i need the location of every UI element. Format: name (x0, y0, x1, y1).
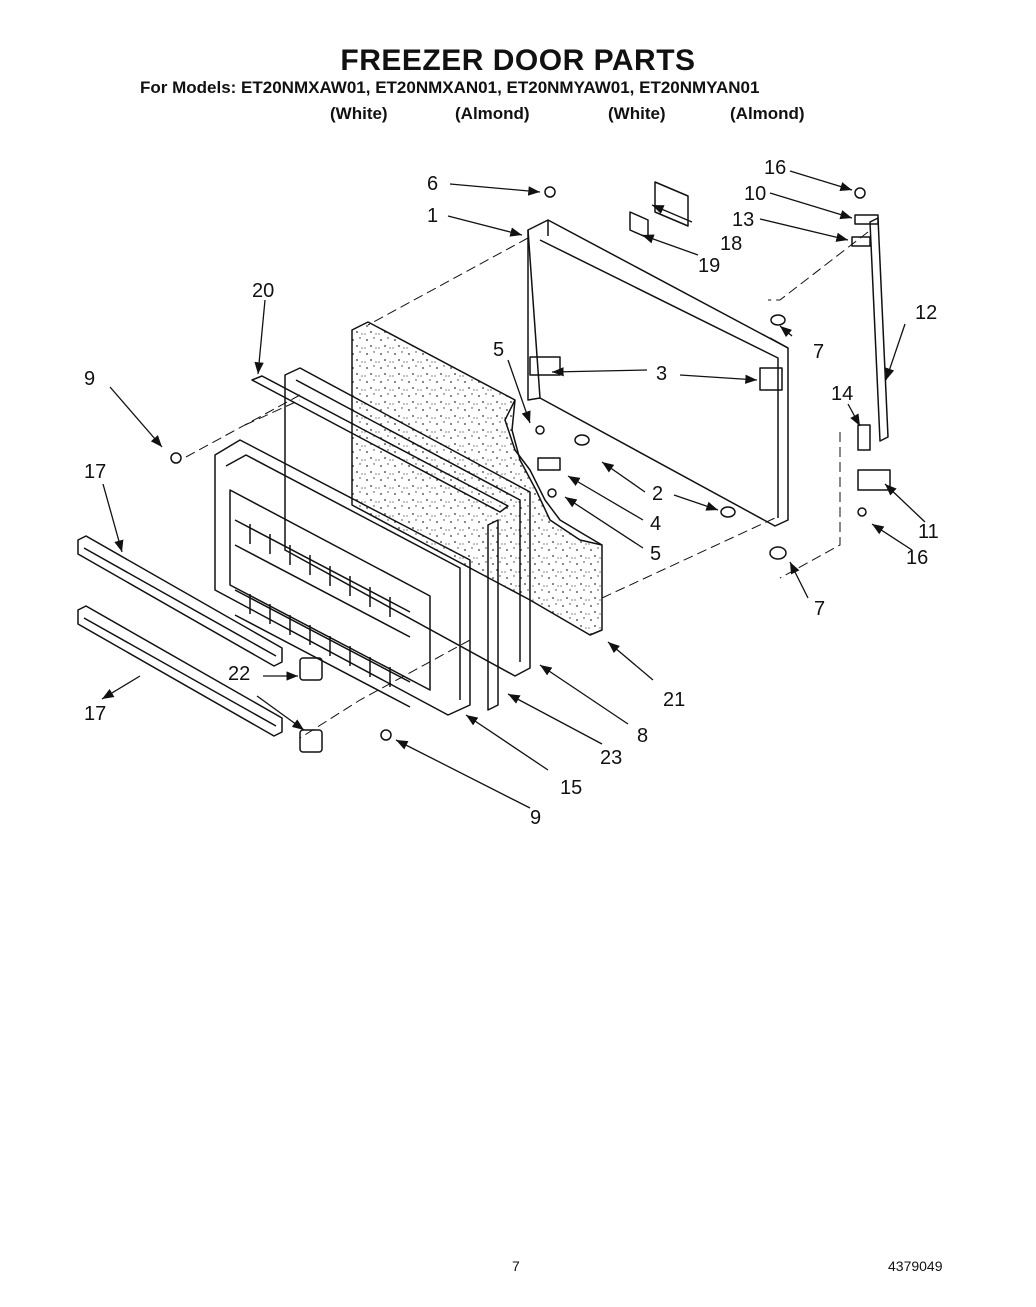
color-label-4: (Almond) (730, 104, 805, 123)
callout-11: 11 (918, 521, 939, 543)
callout-5-upper: 5 (493, 339, 504, 361)
callout-7-top: 7 (813, 341, 824, 363)
shelf-stud-left (574, 434, 590, 446)
callout-10: 10 (744, 183, 766, 205)
foam-insulation (351, 321, 603, 636)
screw-9-left (170, 452, 182, 464)
door-stop-right (759, 367, 783, 391)
label-sticker (654, 181, 689, 227)
page-number: 7 (512, 1258, 520, 1274)
hinge-pin-10 (854, 214, 879, 225)
callout-16-top: 16 (764, 157, 786, 179)
page-title: FREEZER DOOR PARTS (340, 44, 696, 77)
door-handle-lower (77, 605, 283, 737)
callout-19: 19 (698, 255, 720, 277)
callout-17-lower: 17 (84, 703, 106, 725)
callout-23: 23 (600, 747, 622, 769)
callout-5-lower: 5 (650, 543, 661, 565)
screw-16-top (854, 187, 866, 199)
screw-5-upper (535, 425, 545, 435)
callout-3: 3 (656, 363, 667, 385)
screw-6 (544, 186, 556, 198)
callout-8: 8 (637, 725, 648, 747)
callout-18: 18 (720, 233, 742, 255)
hinge-shim-13 (851, 236, 871, 247)
breaker-strip (487, 519, 499, 711)
screw-5-lower (547, 488, 557, 498)
callout-15: 15 (560, 777, 582, 799)
callout-13: 13 (732, 209, 754, 231)
bottom-hinge-11 (857, 469, 891, 491)
liner-shelf-ridges (234, 519, 411, 708)
plug-bottom (769, 546, 787, 560)
hinge-bar (869, 217, 889, 442)
handle-end-cap-lower (299, 729, 323, 753)
models-line: For Models: ET20NMXAW01, ET20NMXAN01, ET… (140, 78, 760, 97)
assembly-lines (185, 231, 869, 739)
hinge-shim-14 (857, 424, 871, 451)
callout-20: 20 (252, 280, 274, 302)
hinge-plate-4 (537, 457, 561, 471)
callout-4: 4 (650, 513, 661, 535)
color-label-3: (White) (608, 104, 666, 123)
outer-door-panel (527, 219, 789, 527)
screw-16-bottom (857, 507, 867, 517)
color-label-1: (White) (330, 104, 388, 123)
callout-1: 1 (427, 205, 438, 227)
callout-16-bottom: 16 (906, 547, 928, 569)
callout-21: 21 (663, 689, 685, 711)
door-handle-upper (77, 535, 283, 667)
leader-lines (101, 170, 926, 809)
handle-end-cap-upper (299, 657, 323, 681)
callout-14: 14 (831, 383, 853, 405)
color-label-2: (Almond) (455, 104, 530, 123)
callout-6: 6 (427, 173, 438, 195)
callout-7-bottom: 7 (814, 598, 825, 620)
shelf-stud-right (720, 506, 736, 518)
inner-door-liner (214, 439, 471, 716)
callout-9-bottom: 9 (530, 807, 541, 829)
tape-piece (629, 211, 649, 239)
plug-top (770, 314, 786, 326)
callout-12: 12 (915, 302, 937, 324)
callout-22: 22 (228, 663, 250, 685)
callout-9-left: 9 (84, 368, 95, 390)
door-gasket (251, 367, 531, 677)
callout-2: 2 (652, 483, 663, 505)
document-number: 4379049 (888, 1258, 943, 1274)
callout-17-upper: 17 (84, 461, 106, 483)
screw-9-bottom (380, 729, 392, 741)
